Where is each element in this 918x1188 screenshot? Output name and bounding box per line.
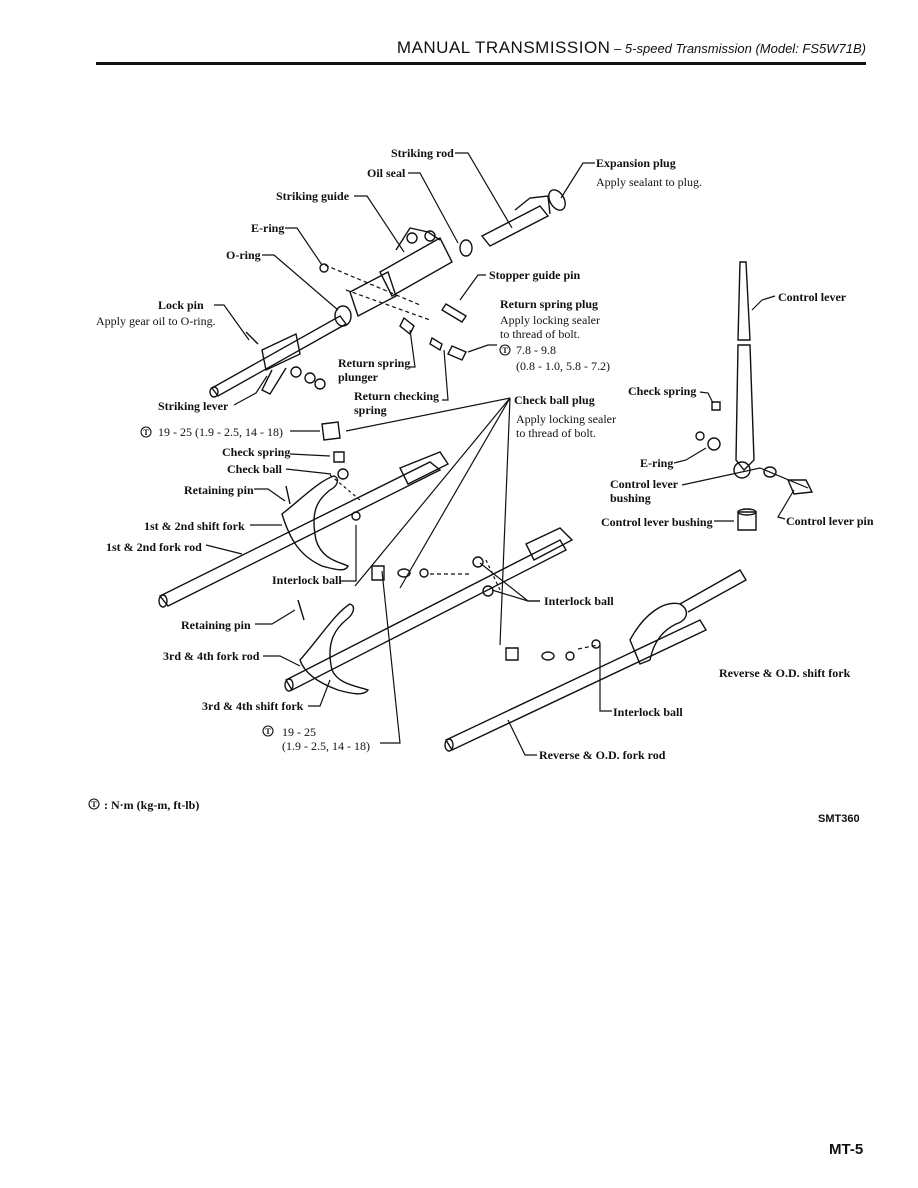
label-return-spring-plunger-2: plunger (338, 370, 379, 384)
label-striking-guide: Striking guide (276, 189, 350, 203)
label-oil-seal: Oil seal (367, 166, 406, 180)
label-check-ball-plug: Check ball plug (514, 393, 595, 407)
label-check-spring: Check spring (222, 445, 291, 459)
label-expansion-plug: Expansion plug (596, 156, 676, 170)
torque-symbol: T (502, 346, 508, 355)
header-title: MANUAL TRANSMISSION – 5-speed Transmissi… (397, 38, 866, 58)
torque-return-spring-plug-units: (0.8 - 1.0, 5.8 - 7.2) (516, 359, 610, 373)
label-return-spring-plunger-1: Return spring (338, 356, 411, 370)
header-dash: – (610, 41, 625, 56)
label-control-lever-pin: Control lever pin (786, 514, 874, 528)
torque-legend-text: : N·m (kg-m, ft-lb) (104, 798, 200, 812)
torque-fork: 19 - 25 (282, 725, 316, 739)
label-striking-rod: Striking rod (391, 146, 454, 160)
header-main-title: MANUAL TRANSMISSION (396, 38, 611, 57)
label-reverse-shift-fork: Reverse & O.D. shift fork (719, 666, 851, 680)
label-fork-rod-1-2: 1st & 2nd fork rod (106, 540, 202, 554)
note-check-ball-plug-1: Apply locking sealer (516, 412, 616, 426)
label-interlock-ball-right: Interlock ball (544, 594, 614, 608)
label-control-lever-bushing: Control lever bushing (601, 515, 713, 529)
page-number: MT-5 (829, 1141, 864, 1158)
label-control-lever: Control lever (778, 290, 847, 304)
label-lock-pin: Lock pin (158, 298, 204, 312)
note-return-spring-plug-2: to thread of bolt. (500, 327, 580, 341)
label-e-ring-right: E-ring (640, 456, 674, 470)
note-check-ball-plug-2: to thread of bolt. (516, 426, 596, 440)
label-control-lever-bushing-1: Control lever (610, 477, 679, 491)
note-lock-pin: Apply gear oil to O-ring. (96, 314, 216, 328)
label-shift-fork-3-4: 3rd & 4th shift fork (202, 699, 304, 713)
label-return-spring-plug: Return spring plug (500, 297, 599, 311)
label-retaining-pin: Retaining pin (184, 483, 254, 497)
header-subtitle: 5-speed Transmission (Model: FS5W71B) (624, 41, 866, 56)
torque-symbol: T (143, 428, 149, 437)
torque-check-ball-plug: 19 - 25 (1.9 - 2.5, 14 - 18) (158, 425, 283, 439)
label-control-lever-bushing-2: bushing (610, 491, 651, 505)
label-check-ball: Check ball (227, 462, 283, 476)
torque-return-spring-plug: 7.8 - 9.8 (516, 343, 556, 357)
label-shift-fork-1-2: 1st & 2nd shift fork (144, 519, 245, 533)
figure-code: SMT360 (818, 813, 860, 825)
label-e-ring: E-ring (251, 221, 285, 235)
label-return-checking-spring-1: Return checking (354, 389, 439, 403)
label-return-checking-spring-2: spring (354, 403, 387, 417)
label-striking-lever: Striking lever (158, 399, 229, 413)
note-return-spring-plug-1: Apply locking sealer (500, 313, 600, 327)
torque-fork-units: (1.9 - 2.5, 14 - 18) (282, 739, 370, 753)
label-fork-rod-3-4: 3rd & 4th fork rod (163, 649, 260, 663)
label-retaining-pin-2: Retaining pin (181, 618, 251, 632)
note-expansion-plug: Apply sealant to plug. (596, 175, 702, 189)
page-header: MANUAL TRANSMISSION – 5-speed Transmissi… (96, 36, 866, 65)
torque-symbol: T (265, 727, 271, 736)
label-interlock-ball: Interlock ball (272, 573, 342, 587)
label-interlock-ball-bottom: Interlock ball (613, 705, 683, 719)
torque-symbol: T (91, 800, 97, 809)
label-reverse-fork-rod: Reverse & O.D. fork rod (539, 748, 666, 762)
label-o-ring: O-ring (226, 248, 261, 262)
label-stopper-guide-pin: Stopper guide pin (489, 268, 581, 282)
torque-legend: : N·m (kg-m, ft-lb) (88, 798, 199, 813)
label-check-spring-right: Check spring (628, 384, 697, 398)
